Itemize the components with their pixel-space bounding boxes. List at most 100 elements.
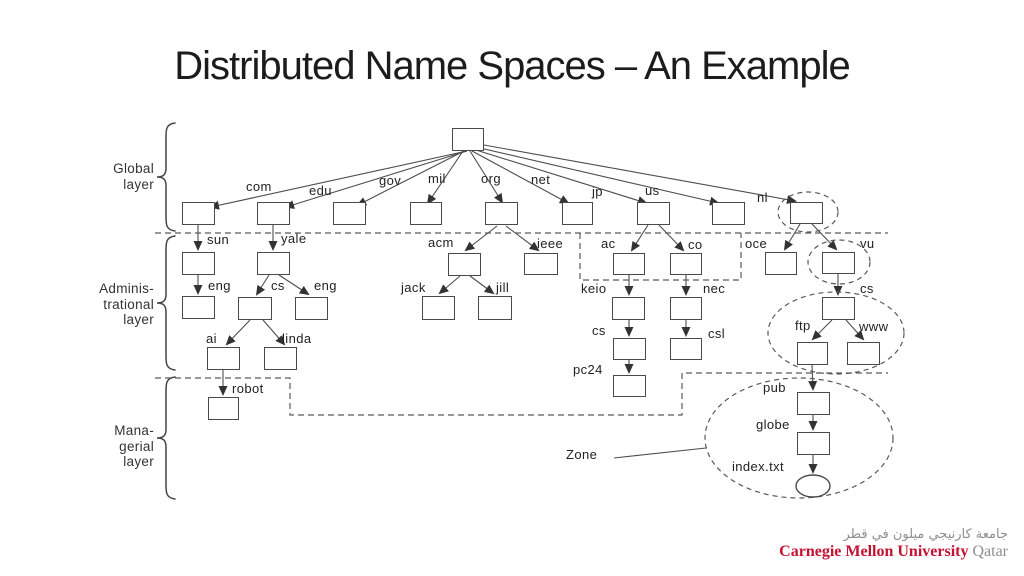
node-pc24 xyxy=(613,375,646,397)
label-csl: csl xyxy=(708,326,726,341)
cmu-logo-qatar: Qatar xyxy=(972,543,1008,560)
label-edu: edu xyxy=(309,183,332,198)
label-cs: cs xyxy=(860,281,874,296)
tree-edge xyxy=(630,224,649,252)
tree-edge xyxy=(783,223,801,251)
node-cs-yale xyxy=(238,297,272,320)
label-vu: vu xyxy=(860,236,875,251)
zone-dashed-ellipse xyxy=(767,291,905,375)
tree-edge xyxy=(464,225,498,252)
zone-dashed-ellipse xyxy=(704,377,894,499)
node-edu xyxy=(257,202,290,225)
label-ac: ac xyxy=(601,236,616,251)
tree-edge xyxy=(479,147,720,206)
cmu-qatar-logo: جامعة كارنيجي ميلون في قطر Carnegie Mell… xyxy=(779,526,1008,560)
node-ac xyxy=(613,253,645,275)
label-co: co xyxy=(688,237,703,252)
node-jack xyxy=(422,296,455,320)
label-acm: acm xyxy=(428,235,454,250)
global-layer-brace xyxy=(156,122,176,232)
node-sun xyxy=(182,252,215,275)
tree-edge xyxy=(284,150,468,209)
label-jack: jack xyxy=(401,280,426,295)
label-mil: mil xyxy=(428,171,446,186)
managerial-layer-label: Mana- gerial layer xyxy=(114,423,154,469)
administrational-layer-label: Adminis- trational layer xyxy=(99,281,154,327)
node-index-file xyxy=(795,474,831,498)
node-linda xyxy=(264,347,297,370)
node-jill xyxy=(478,296,512,320)
node-gov xyxy=(333,202,366,225)
label-ai: ai xyxy=(206,331,217,346)
node-pub xyxy=(797,392,830,415)
label-eng: eng xyxy=(208,278,231,293)
label-nec: nec xyxy=(703,281,726,296)
label-com: com xyxy=(246,179,272,194)
node-mil xyxy=(410,202,442,225)
tree-edge xyxy=(225,319,251,346)
tree-edge xyxy=(426,150,464,205)
node-ieee xyxy=(524,253,558,275)
node-ftp xyxy=(797,342,828,365)
tree-edge xyxy=(505,225,540,252)
tree-edge xyxy=(658,224,685,252)
node-com xyxy=(182,202,215,225)
node-eng-sun xyxy=(182,296,215,319)
tree-edge xyxy=(471,150,570,204)
cmu-logo-english-text: Carnegie Mellon University Qatar xyxy=(779,543,1008,560)
label-us: us xyxy=(645,183,660,198)
label-jill: jill xyxy=(496,280,510,295)
node-nec xyxy=(670,297,702,320)
node-nl xyxy=(790,202,823,224)
node-root xyxy=(452,128,484,151)
label-eng: eng xyxy=(314,278,337,293)
layer-boundary-dashed-line xyxy=(155,372,888,416)
label-robot: robot xyxy=(232,381,264,396)
node-eng-yale xyxy=(295,297,328,320)
zone-dashed-ellipse xyxy=(777,191,839,233)
label-ieee: ieee xyxy=(537,236,564,251)
node-jp xyxy=(637,202,670,225)
node-csl xyxy=(670,338,702,360)
label-yale: yale xyxy=(281,231,307,246)
tree-edge xyxy=(811,223,838,251)
tree-edge xyxy=(845,319,865,341)
label-www: www xyxy=(859,319,889,334)
zone-dashed-ellipse xyxy=(807,239,871,285)
tree-edge xyxy=(808,364,818,391)
label-sun: sun xyxy=(207,232,230,247)
zone-pointer-line xyxy=(613,447,707,459)
label-jp: jp xyxy=(592,184,603,199)
node-vu xyxy=(822,252,855,274)
node-acm xyxy=(448,253,481,276)
label-linda: linda xyxy=(282,331,312,346)
label-gov: gov xyxy=(379,173,402,188)
tree-edge xyxy=(255,274,270,296)
tree-edge xyxy=(469,150,504,204)
managerial-layer-brace xyxy=(156,376,176,500)
node-robot xyxy=(208,397,239,420)
label-pub: pub xyxy=(763,380,786,395)
node-www xyxy=(847,342,880,365)
node-globe xyxy=(797,432,830,455)
cmu-logo-arabic-text: جامعة كارنيجي ميلون في قطر xyxy=(843,527,1008,542)
node-yale xyxy=(257,252,290,275)
label-pc24: pc24 xyxy=(573,362,603,377)
node-oce xyxy=(765,252,797,275)
tree-edge xyxy=(262,319,286,346)
node-ai xyxy=(207,347,240,370)
tree-edge xyxy=(811,319,833,341)
node-org xyxy=(485,202,518,225)
label-oce: oce xyxy=(745,236,768,251)
layer-boundary-dashed-line xyxy=(579,233,742,281)
label-ftp: ftp xyxy=(795,318,811,333)
tree-edge xyxy=(209,150,468,210)
label-net: net xyxy=(531,172,551,187)
tree-edge xyxy=(475,149,648,205)
label-cs: cs xyxy=(271,278,285,293)
node-cs-vu xyxy=(822,297,855,320)
node-keio xyxy=(612,297,645,320)
node-us xyxy=(712,202,745,225)
node-net xyxy=(562,202,593,225)
